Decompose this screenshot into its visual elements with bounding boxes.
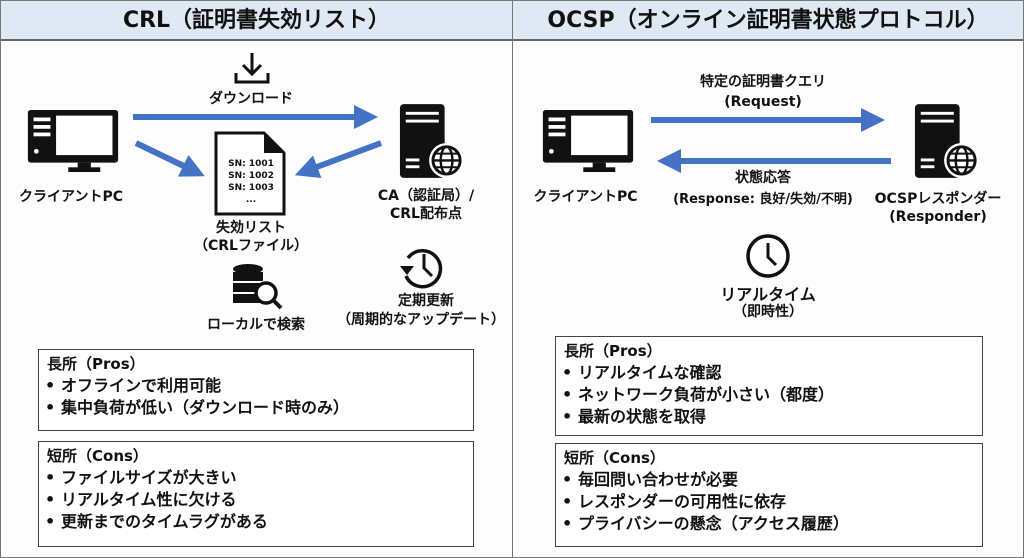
cons-item: プライバシーの懸念（アクセス履歴） bbox=[562, 513, 974, 535]
realtime-label-2: （即時性） bbox=[733, 304, 803, 320]
pros-item: 集中負荷が低い（ダウンロード時のみ） bbox=[45, 397, 465, 419]
download-icon bbox=[234, 53, 270, 84]
cons-title: 短所（Cons） bbox=[564, 449, 665, 467]
ca-label-2: CRL配布点 bbox=[390, 206, 462, 222]
cons-item: 更新までのタイムラグがある bbox=[45, 511, 465, 533]
pros-item: 最新の状態を取得 bbox=[562, 406, 974, 428]
crl-panel: CRL（証明書失効リスト） ダウンロード クライアントPC CA（認証局）/ C… bbox=[0, 0, 513, 558]
history-clock-icon bbox=[400, 248, 443, 289]
ca-to-file-arrow bbox=[294, 140, 383, 179]
pros-title: 長所（Pros） bbox=[47, 355, 145, 373]
pros-item: リアルタイムな確認 bbox=[562, 362, 974, 384]
database-search-icon bbox=[233, 264, 283, 310]
crl-cons-box: 短所（Cons） ファイルサイズが大きいリアルタイム性に欠ける更新までのタイムラ… bbox=[38, 441, 474, 547]
download-label: ダウンロード bbox=[209, 91, 293, 107]
pros-item: ネットワーク負荷が小さい（都度） bbox=[562, 384, 974, 406]
cons-item: 毎回問い合わせが必要 bbox=[562, 469, 974, 491]
clock-icon bbox=[746, 234, 790, 278]
realtime-label-1: リアルタイム bbox=[720, 285, 816, 304]
client-pc-label: クライアントPC bbox=[533, 189, 638, 205]
arrows bbox=[133, 105, 383, 179]
crl-file-entries: SN: 1001 SN: 1002 SN: 1003 ... bbox=[223, 158, 279, 206]
response-label-1: 状態応答 bbox=[735, 170, 791, 186]
file-entry: SN: 1003 bbox=[228, 183, 274, 193]
ocsp-pros-box: 長所（Pros） リアルタイムな確認ネットワーク負荷が小さい（都度）最新の状態を… bbox=[555, 336, 983, 436]
file-entry: SN: 1001 bbox=[228, 159, 274, 169]
cons-item: ファイルサイズが大きい bbox=[45, 467, 465, 489]
crl-file-icon bbox=[214, 131, 286, 216]
ocsp-title: OCSP（オンライン証明書状態プロトコル） bbox=[513, 1, 1023, 41]
client-to-file-arrow bbox=[134, 140, 205, 177]
file-entry: SN: 1002 bbox=[228, 171, 274, 181]
responder-label-1: OCSPレスポンダー bbox=[874, 191, 1002, 207]
ocsp-server-icon bbox=[913, 102, 981, 180]
file-label-2: （CRLファイル） bbox=[194, 238, 308, 254]
responder-label-2: (Responder) bbox=[889, 209, 987, 225]
update-label-2: （周期的なアップデート） bbox=[337, 312, 505, 328]
client-pc-label: クライアントPC bbox=[19, 189, 123, 205]
request-label-2: (Request) bbox=[724, 94, 802, 110]
client-pc-icon bbox=[542, 109, 634, 173]
request-label-1: 特定の証明書クエリ bbox=[700, 74, 826, 90]
cons-title: 短所（Cons） bbox=[47, 447, 148, 465]
cons-item: レスポンダーの可用性に依存 bbox=[562, 491, 974, 513]
cons-item: リアルタイム性に欠ける bbox=[45, 489, 465, 511]
pros-item: オフラインで利用可能 bbox=[45, 375, 465, 397]
crl-title: CRL（証明書失効リスト） bbox=[1, 1, 512, 41]
file-label-1: 失効リスト bbox=[216, 220, 286, 236]
update-label-1: 定期更新 bbox=[398, 293, 454, 309]
pros-title: 長所（Pros） bbox=[564, 342, 662, 360]
ocsp-arrows bbox=[651, 108, 891, 173]
local-search-label: ローカルで検索 bbox=[207, 317, 305, 333]
ocsp-panel: OCSP（オンライン証明書状態プロトコル） 特定の証明書クエリ (Request… bbox=[512, 0, 1024, 558]
ocsp-cons-box: 短所（Cons） 毎回問い合わせが必要レスポンダーの可用性に依存プライバシーの懸… bbox=[555, 443, 983, 547]
ca-label-1: CA（認証局）/ bbox=[377, 188, 475, 204]
response-label-2: (Response: 良好/失効/不明) bbox=[673, 192, 853, 207]
crl-pros-box: 長所（Pros） オフラインで利用可能集中負荷が低い（ダウンロード時のみ） bbox=[38, 349, 474, 431]
file-entry: ... bbox=[245, 195, 257, 205]
